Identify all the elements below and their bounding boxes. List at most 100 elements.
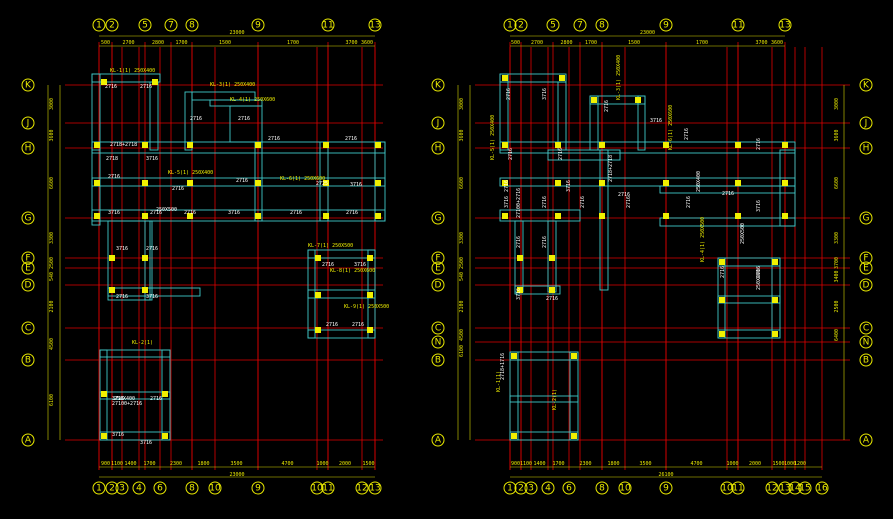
dimension-bottom: 1500 <box>772 461 784 467</box>
axis-bubble-circle <box>778 18 792 32</box>
rebar-label: 2716 <box>184 210 196 216</box>
dimension-left: 4500 <box>459 329 465 341</box>
axis-bubble-circle <box>541 481 555 495</box>
rebar-label: 2716 <box>326 322 338 328</box>
axis-bubble-circle <box>859 141 873 155</box>
axis-bubble-label: 6 <box>157 484 163 494</box>
column <box>571 433 577 439</box>
beam-label: KL-5(1) 250X400 <box>490 115 496 160</box>
column <box>152 79 158 85</box>
axis-bubble-label: E <box>863 264 869 274</box>
dimension-bottom: 4700 <box>690 461 702 467</box>
axis-bubble-label: H <box>435 144 442 154</box>
beam-label: KL-2(1) <box>552 389 558 410</box>
axis-bubble-label: 5 <box>550 21 556 31</box>
axis-bubble-label: 12 <box>356 484 367 494</box>
axis-bubble-label: N <box>435 338 442 348</box>
axis-bubble-label: 11 <box>732 484 743 494</box>
axis-bubble-circle <box>21 78 35 92</box>
axis-bubble-circle <box>21 353 35 367</box>
dimension-left: 3300 <box>459 232 465 244</box>
dimension-left: 4500 <box>49 338 55 350</box>
axis-bubble-label: 14 <box>789 484 801 494</box>
dimension-bottom: 3500 <box>639 461 651 467</box>
axis-bubble-circle <box>595 481 609 495</box>
axis-bubble-circle <box>115 481 129 495</box>
axis-bubble-label: N <box>863 338 870 348</box>
rebar-label: 250X600 <box>756 269 762 290</box>
axis-bubble-label: 1 <box>96 21 102 31</box>
rebar-label: 250X400 <box>114 396 135 402</box>
beams <box>91 73 386 441</box>
axis-bubble-label: K <box>25 81 32 91</box>
axis-bubble-circle <box>92 18 106 32</box>
axis-bubble-circle <box>431 353 445 367</box>
rebar-label: 2716 <box>352 322 364 328</box>
beam <box>659 217 796 227</box>
rebar-label: 2716 <box>720 266 726 278</box>
axis-bubble-circle <box>431 335 445 349</box>
rebar-label: 3716 <box>228 210 240 216</box>
axis-bubble-label: 7 <box>577 21 583 31</box>
dimension-top: 1700 <box>585 40 597 46</box>
beam <box>509 351 579 361</box>
axis-bubble-circle <box>731 481 745 495</box>
beam <box>307 249 316 339</box>
rebar-label: 2716 <box>722 191 734 197</box>
column <box>555 142 561 148</box>
axis-bubble-circle <box>153 481 167 495</box>
axis-bubble-circle <box>21 116 35 130</box>
axis-bubble-label: A <box>25 436 32 446</box>
rebar-label: 2716 <box>146 246 158 252</box>
dimension-top: 2700 <box>122 40 134 46</box>
dimension-bottom: 1400 <box>124 461 136 467</box>
axis-bubble-label: J <box>26 119 30 129</box>
beam <box>557 81 567 151</box>
column <box>367 327 373 333</box>
column <box>323 180 329 186</box>
axis-bubble-label: G <box>435 214 442 224</box>
rebar-label: 2725 <box>316 181 328 187</box>
beam <box>637 95 646 151</box>
dimension-bottom: 1000 <box>316 461 328 467</box>
axis-bubble-label: G <box>25 214 32 224</box>
column <box>375 180 381 186</box>
axis-bubble-label: 11 <box>732 21 743 31</box>
beam-label: KL-2(1) <box>132 340 153 346</box>
column <box>162 391 168 397</box>
axis-bubble-label: C <box>435 324 441 334</box>
dimension-bottom: 1700 <box>143 461 155 467</box>
beam <box>149 81 159 151</box>
rebar-label: 2716 <box>580 196 586 208</box>
dimension-top-total: 23000 <box>640 30 655 36</box>
axis-bubble-circle <box>21 278 35 292</box>
axis-bubble-label: 8 <box>599 21 605 31</box>
axis-bubble-circle <box>310 481 324 495</box>
column <box>719 331 725 337</box>
rebar-label: 3716 <box>542 88 548 100</box>
axis-bubble-label: 1 <box>507 21 513 31</box>
column <box>142 180 148 186</box>
dimension-bottom: 900 <box>511 461 520 467</box>
axis-bubble-circle <box>431 251 445 265</box>
column <box>187 213 193 219</box>
axis-bubble-circle <box>132 481 146 495</box>
rebar-label: 2716 <box>236 178 248 184</box>
axis-bubble-label: 16 <box>816 484 828 494</box>
rebar-label: 3716 <box>146 156 158 162</box>
axis-bubble-label: H <box>863 144 870 154</box>
axis-bubble-circle <box>859 335 873 349</box>
dimension-bottom: 4700 <box>281 461 293 467</box>
axis-bubble-circle <box>503 481 517 495</box>
beam <box>229 105 263 143</box>
column <box>735 142 741 148</box>
axis-bubble-label: 12 <box>766 484 777 494</box>
beam <box>307 289 376 299</box>
dimension-bottom: 1000 <box>784 461 796 467</box>
dimension-top: 1700 <box>175 40 187 46</box>
column <box>367 255 373 261</box>
column <box>502 142 508 148</box>
